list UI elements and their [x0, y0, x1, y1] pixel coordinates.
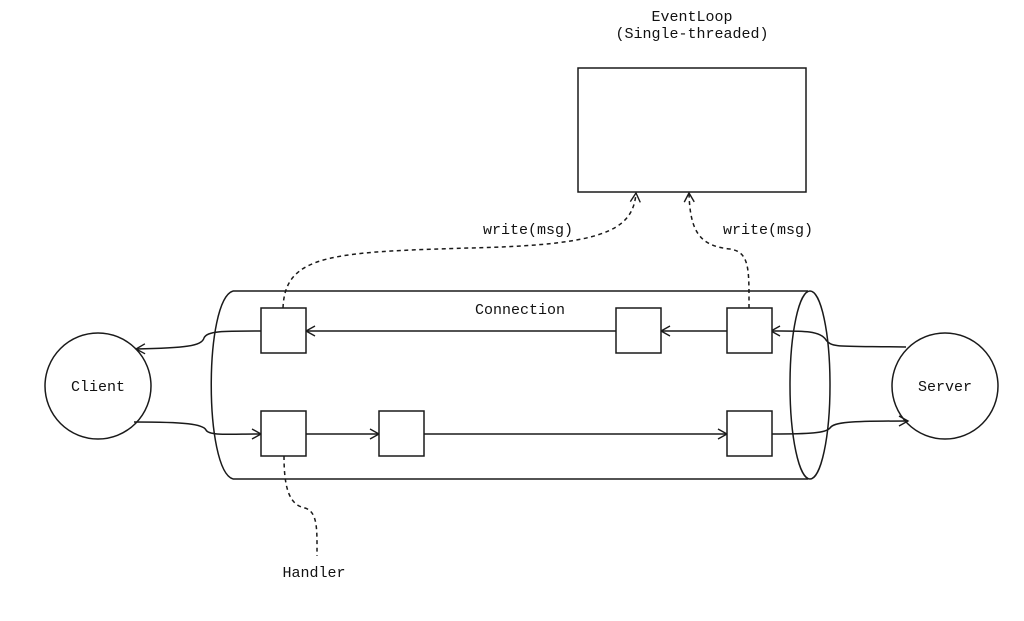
connection-right-cap	[789, 290, 831, 480]
client-node	[44, 332, 152, 440]
eventloop-title: EventLoop	[651, 9, 732, 26]
connection-left-cap	[210, 290, 234, 480]
outbound-handler-1	[260, 307, 307, 354]
inbound-handler-2	[378, 410, 425, 457]
outbound-to-client-arrow	[134, 330, 262, 355]
write-label-right: write(msg)	[723, 222, 813, 239]
write-label-left: write(msg)	[483, 222, 573, 239]
inbound-to-server-arrow	[771, 415, 910, 435]
server-to-outbound-arrow	[769, 325, 907, 348]
handler-label: Handler	[282, 565, 345, 582]
server-node	[891, 332, 999, 440]
write-arrow-left	[282, 191, 641, 309]
write-arrow-right	[683, 191, 750, 309]
eventloop-box	[577, 67, 807, 193]
connection-label: Connection	[475, 302, 565, 319]
outbound-handler-3	[726, 307, 773, 354]
eventloop-subtitle: (Single-threaded)	[615, 26, 768, 43]
client-label: Client	[71, 379, 125, 396]
outbound-handler-2	[615, 307, 662, 354]
inbound-handler-1	[260, 410, 307, 457]
server-label: Server	[918, 379, 972, 396]
inbound-handler-3	[726, 410, 773, 457]
handler-callout-line	[283, 455, 318, 557]
client-to-inbound-arrow	[133, 421, 263, 440]
